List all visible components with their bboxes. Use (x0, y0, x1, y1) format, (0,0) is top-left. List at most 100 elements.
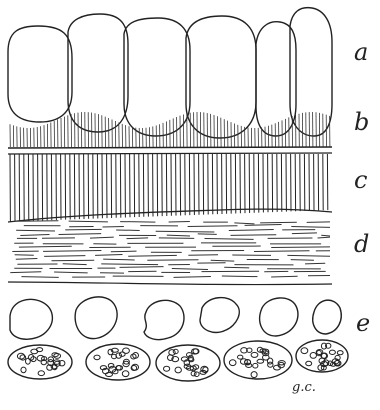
fiber-dash (102, 227, 123, 228)
fiber-dash (59, 234, 102, 235)
fiber-dash (224, 267, 249, 268)
granule (26, 358, 31, 364)
fiber-dash (222, 276, 258, 277)
fiber-dash (16, 258, 38, 259)
label-gc: g.c. (292, 381, 316, 394)
fiber-dash (16, 230, 55, 231)
fiber-dash (69, 221, 108, 222)
cell-e-5 (260, 298, 298, 336)
fiber-dash (128, 255, 177, 256)
granule (306, 361, 312, 365)
granule (238, 355, 243, 359)
granular-cell-1 (8, 345, 72, 379)
cell-e-4 (200, 298, 239, 333)
fiber-dash (287, 255, 330, 256)
fiber-dash (101, 264, 158, 265)
granule (106, 373, 113, 377)
label-d: d (354, 232, 369, 256)
cell-a-1 (8, 26, 72, 122)
fiber-dash (95, 254, 122, 255)
granule (164, 366, 170, 371)
granule (251, 352, 258, 357)
fiber-dash (120, 222, 155, 223)
fiber-dash (169, 221, 190, 222)
fiber-dash (111, 251, 137, 252)
fiber-dash (292, 233, 317, 234)
granule (21, 367, 26, 373)
fiber-dash (188, 226, 238, 227)
granule (38, 371, 44, 376)
cell-e-1 (10, 299, 52, 339)
layer-a-large-cells (8, 8, 332, 138)
granule (175, 367, 181, 373)
fiber-dash (54, 272, 88, 273)
fiber-dash (21, 277, 58, 278)
fiber-dash (116, 230, 140, 231)
cell-e-3 (144, 300, 184, 339)
granule (17, 353, 24, 359)
fiber-dash (10, 272, 41, 273)
granule (301, 348, 308, 354)
fiber-dash (44, 256, 85, 257)
fiber-dash (120, 267, 164, 268)
fiber-dash (167, 235, 190, 236)
fiber-dash (156, 231, 215, 232)
layer-e-oval-cells (10, 297, 341, 340)
granule (132, 364, 139, 370)
granule (310, 353, 316, 359)
cell-e-6 (313, 300, 341, 334)
granule (94, 355, 100, 360)
fiber-dash (188, 255, 218, 256)
granule (123, 348, 130, 353)
fiber-dash (205, 238, 254, 239)
granule (253, 363, 258, 368)
fiber-dash (291, 226, 330, 227)
fiber-dash (63, 264, 87, 265)
fiber-dash (126, 238, 148, 239)
fiber-dash (211, 260, 235, 261)
granule (169, 350, 175, 356)
granule (229, 360, 236, 366)
fiber-dash (271, 247, 330, 248)
fiber-dash (19, 246, 72, 247)
label-e: e (356, 311, 370, 335)
fiber-dash (321, 235, 330, 236)
layer-b-c-boundary-2 (8, 153, 332, 154)
granule (257, 359, 264, 363)
fiber-dash (159, 238, 194, 239)
fiber-dash (305, 263, 325, 264)
fiber-dash (20, 235, 49, 236)
layer-b-c-boundary-1 (8, 147, 332, 148)
fiber-dash (229, 230, 274, 231)
fiber-dash (234, 223, 254, 224)
layer-b-striations (10, 112, 330, 147)
fiber-dash (103, 259, 134, 260)
granule (251, 372, 257, 378)
fiber-dash (254, 251, 310, 252)
fiber-dash (43, 250, 101, 251)
fiber-dash (17, 221, 59, 222)
granule (122, 371, 129, 377)
fiber-dash (260, 222, 297, 223)
fiber-dash (90, 237, 114, 238)
granule (329, 350, 335, 354)
layer-d-horizontal-fibers (10, 221, 330, 278)
fiber-dash (231, 235, 277, 236)
label-c: c (354, 168, 367, 192)
fiber-dash (174, 277, 211, 278)
granule (108, 363, 114, 368)
label-b: b (354, 110, 369, 134)
fiber-dash (291, 260, 314, 261)
cell-a-2 (68, 14, 128, 132)
fiber-dash (318, 237, 330, 238)
granular-cell-3 (156, 345, 220, 381)
fiber-dash (172, 269, 208, 270)
cell-e-2 (75, 297, 117, 339)
granule (337, 351, 343, 355)
fiber-dash (65, 229, 101, 230)
granule (194, 372, 199, 377)
layer-d-bottom-boundary (8, 282, 332, 285)
label-a: a (354, 40, 368, 64)
fiber-dash (245, 224, 282, 225)
